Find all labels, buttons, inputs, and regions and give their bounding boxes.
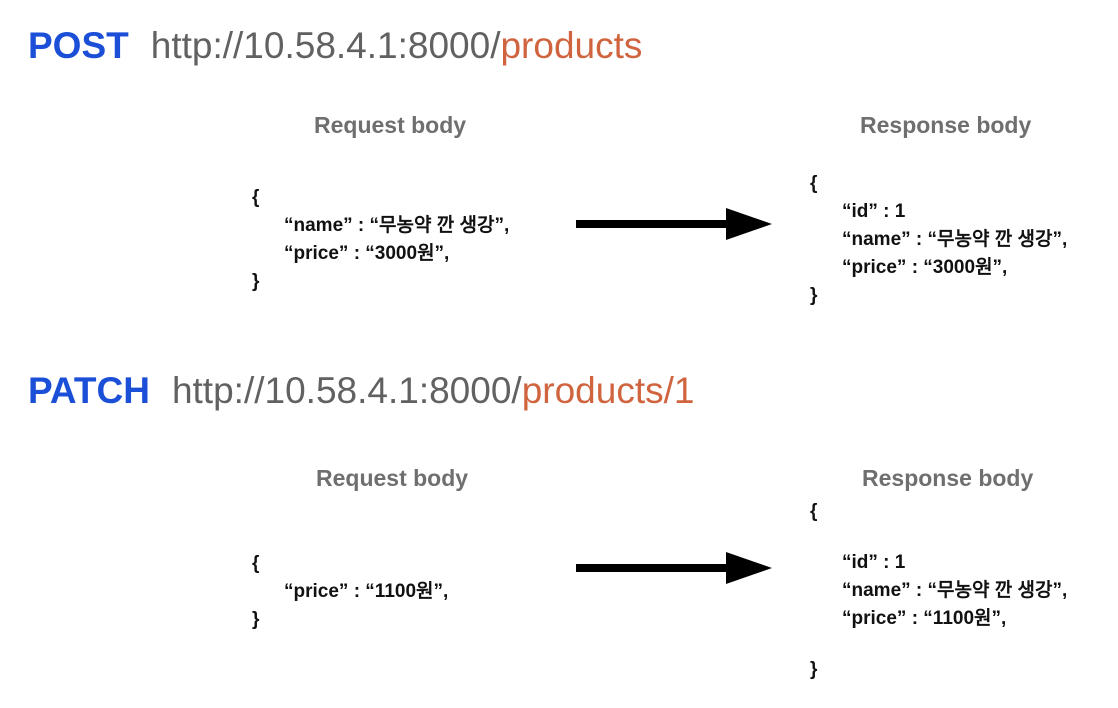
json-close-brace: } [252,609,260,630]
patch-arrow-icon [576,552,772,584]
json-line: “id” : 1 [842,201,906,222]
patch-endpoint: PATCH http://10.58.4.1:8000/products/1 [28,372,694,409]
json-open-brace: { [252,553,260,574]
post-method: POST [28,25,129,66]
json-line: “name” : “무농약 깐 생강”, [842,580,1068,601]
patch-method: PATCH [28,370,150,411]
patch-url-base: http://10.58.4.1:8000/ [171,370,522,411]
post-url-base: http://10.58.4.1:8000/ [150,25,501,66]
json-line: “id” : 1 [842,552,906,573]
json-open-brace: { [252,187,260,208]
patch-response-label: Response body [862,465,1034,491]
json-close-brace: } [810,659,818,680]
json-line: “price” : “1100원”, [284,581,449,602]
patch-response-body: { “id” : 1 “name” : “무농약 깐 생강”, “price” … [810,498,1067,684]
json-open-brace: { [810,173,818,194]
patch-request-body: { “price” : “1100원”, } [252,550,448,634]
json-open-brace: { [810,501,818,522]
post-endpoint: POST http://10.58.4.1:8000/products [28,27,642,64]
json-close-brace: } [252,271,260,292]
json-line: “price” : “1100원”, [842,608,1007,629]
json-line: “price” : “3000원”, [284,243,450,264]
json-line: “name” : “무농약 깐 생강”, [842,229,1068,250]
post-response-body: { “id” : 1 “name” : “무농약 깐 생강”, “price” … [810,170,1067,310]
json-line: “price” : “3000원”, [842,257,1008,278]
post-request-label: Request body [314,112,467,138]
json-close-brace: } [810,285,818,306]
post-request-body: { “name” : “무농약 깐 생강”, “price” : “3000원”… [252,184,509,296]
post-response-label: Response body [860,112,1032,138]
json-line: “name” : “무농약 깐 생강”, [284,215,510,236]
post-url-path: products [500,25,643,66]
patch-request-label: Request body [316,465,469,491]
patch-url-path: products/1 [521,370,695,411]
post-arrow-icon [576,208,772,240]
